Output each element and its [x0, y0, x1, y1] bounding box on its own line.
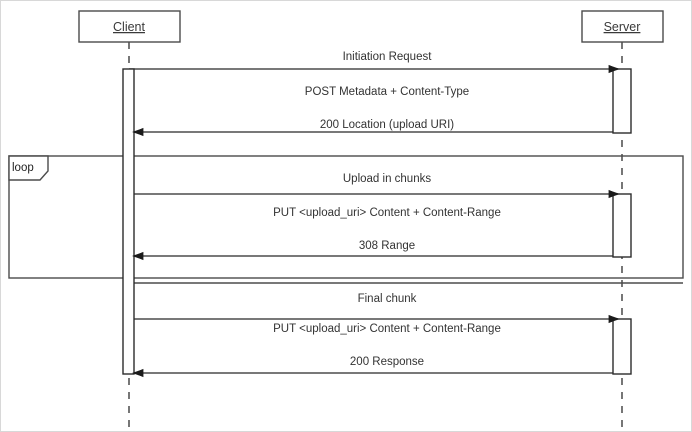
- section-final-chunk: Final chunk PUT <upload_uri> Content + C…: [133, 282, 683, 378]
- section-header-initiation-request: Initiation Request: [343, 51, 433, 63]
- message-label-308-range: 308 Range: [359, 240, 415, 252]
- activation-bar-server-final[interactable]: [612, 318, 632, 375]
- message-label-put-chunk: PUT <upload_uri> Content + Content-Range: [273, 207, 501, 219]
- loop-fragment-border: [8, 155, 684, 279]
- section-initiation: Initiation Request POST Metadata + Conte…: [129, 51, 619, 137]
- section-upload-chunks: Upload in chunks PUT <upload_uri> Conten…: [133, 173, 619, 261]
- lifelines-group: [128, 42, 623, 428]
- section-header-upload-in-chunks: Upload in chunks: [343, 173, 431, 185]
- arrowhead-put-chunk: [609, 190, 620, 198]
- activation-bar-client[interactable]: [122, 68, 135, 375]
- participant-label-server: Server: [604, 20, 641, 34]
- participant-label-client: Client: [113, 20, 145, 34]
- participant-client[interactable]: Client: [78, 10, 181, 43]
- arrowhead-post-metadata: [609, 65, 620, 73]
- arrowhead-200-location: [132, 128, 143, 136]
- message-label-post-metadata: POST Metadata + Content-Type: [305, 86, 469, 98]
- loop-fragment[interactable]: loop: [8, 155, 684, 279]
- activation-bar-server-initiation[interactable]: [612, 68, 632, 134]
- participant-box-server[interactable]: [581, 10, 664, 43]
- message-label-200-response: 200 Response: [350, 356, 424, 368]
- message-label-put-final: PUT <upload_uri> Content + Content-Range: [273, 323, 501, 335]
- arrowhead-put-final: [609, 315, 620, 323]
- participant-box-client[interactable]: [78, 10, 181, 43]
- section-header-final-chunk: Final chunk: [358, 293, 417, 305]
- loop-fragment-label: loop: [12, 162, 34, 174]
- arrowhead-308-range: [132, 252, 143, 260]
- arrowheads-group: [132, 65, 620, 377]
- loop-fragment-tab: [8, 155, 49, 181]
- activation-bar-server-chunk[interactable]: [612, 193, 632, 258]
- message-label-200-location: 200 Location (upload URI): [320, 119, 454, 131]
- participant-server[interactable]: Server: [581, 10, 664, 43]
- arrowhead-200-response: [132, 369, 143, 377]
- activation-bars-group: [122, 68, 632, 375]
